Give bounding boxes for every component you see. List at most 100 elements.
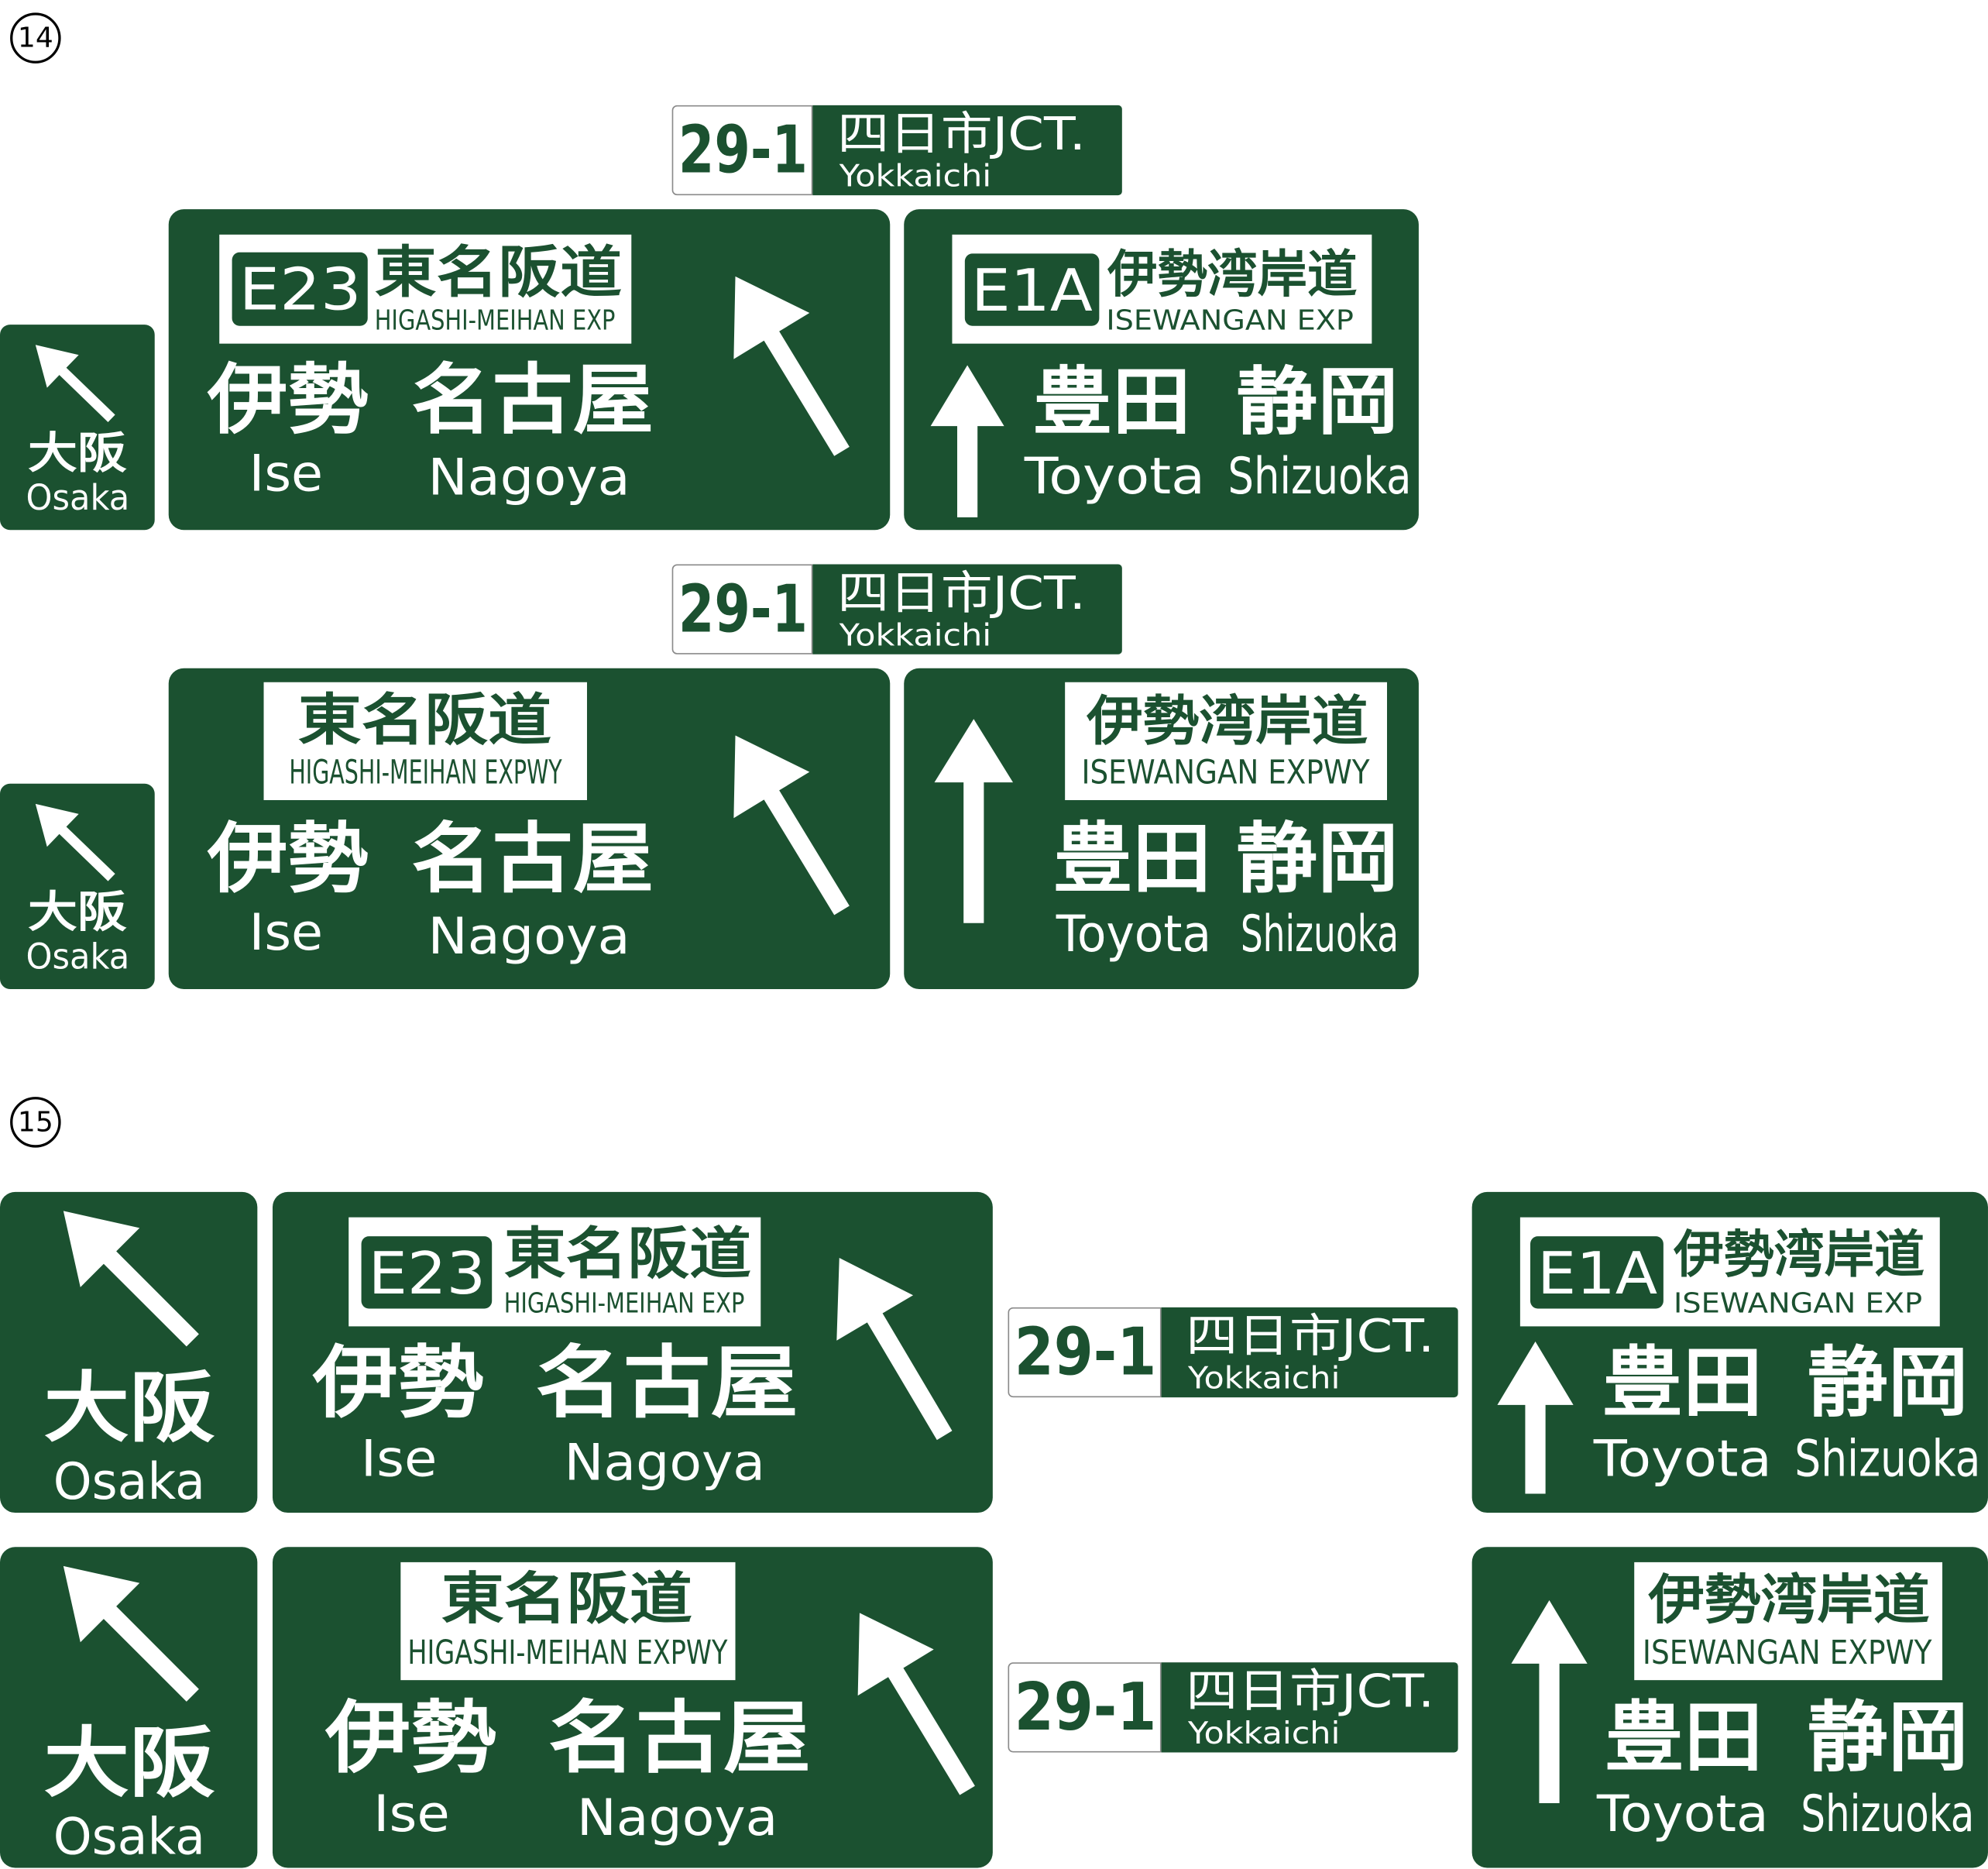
junction-name-ja: 四日市JCT. [836,568,1086,620]
destination-ja-text: 豊田 [1052,815,1211,905]
route-panel [400,1562,736,1681]
destination-en-2: Nagoya [576,1788,778,1849]
destination-en-2: Shizuoka [1227,450,1411,503]
route-name-ja-text: 東名阪道 [373,241,622,306]
route-name-en: ISEWANGAN EXP [1106,305,1355,338]
osaka-name-ja-text: 大阪 [28,428,127,479]
route-number-text: E23 [368,1239,486,1307]
destination-en-text: Nagoya [576,1788,778,1848]
route-name-en-text: HIGASHI-MEIHAN EXPWY [407,1634,728,1673]
osaka-name-ja-text: 大阪 [43,1364,215,1454]
destination-ja-text: 伊勢 [206,815,368,905]
destination-ja-2: 静岡 [1807,1344,1968,1423]
junction-name-ja-text: 四日市JCT. [1185,1666,1434,1719]
destination-ja-text: 豊田 [1603,1694,1763,1783]
route-number-badge [964,253,1100,326]
destination-en-text: Shizuoka [1227,447,1411,507]
destination-en-text: Ise [249,445,324,503]
osaka-name-ja: 大阪 [28,431,127,477]
destination-ja-2: 名古屋 [410,820,653,899]
destination-ja-text: 静岡 [1806,1338,1968,1428]
route-name-en-text: ISEWANGAN EXP [1106,305,1355,338]
destination-ja-text: 伊勢 [325,1691,497,1785]
destination-en-2: Nagoya [428,907,630,968]
junction-name-en: Yokkaichi [1188,1718,1340,1748]
osaka-name-en: Osaka [26,479,129,517]
destination-en-text: Toyota [1024,447,1205,507]
destination-en-text: Shizuoka [1800,1785,1974,1844]
route-name-en: ISEWANGAN EXPWY [1643,1636,1932,1671]
route-name-ja: 東名阪道 [374,243,621,304]
route-name-ja-text: 伊勢湾岸道 [1673,1226,1925,1285]
route-name-ja-text: 東名阪道 [441,1567,692,1632]
route-number: E23 [368,1242,486,1305]
destination-ja-text: 静岡 [1806,1694,1968,1783]
junction-name-ja-text: 四日市JCT. [836,568,1086,620]
destination-en-2: Nagoya [428,448,630,509]
route-name-en-text: ISEWANGAN EXPWY [1081,754,1370,793]
destination-ja-1: 伊勢 [326,1699,497,1778]
destination-ja-text: 名古屋 [548,1691,812,1785]
destination-en-text: Nagoya [564,1434,765,1493]
junction-name-ja-text: 四日市JCT. [1185,1311,1434,1363]
route-name-en: HIGASHI-MEIHAN EXPWY [408,1636,728,1671]
route-name-en: ISEWANGAN EXP [1674,1290,1922,1320]
destination-ja-1: 伊勢 [207,820,368,899]
osaka-name-ja-text: 大阪 [28,887,127,939]
junction-name-ja: 四日市JCT. [1186,1668,1434,1716]
destination-ja-text: 静岡 [1236,359,1399,445]
route-name-en-text: HIGASHI-MEIHAN EXP [503,1288,744,1321]
route-number-badge [1530,1236,1664,1309]
destination-en-text: Ise [249,904,324,963]
route-name-en: HIGASHI-MEIHAN EXP [374,307,615,337]
destination-en-text: Nagoya [427,908,631,967]
destination-ja-1: 豊田 [1602,1344,1763,1423]
destination-en-1: Ise [373,1785,451,1844]
osaka-name-ja-text: 大阪 [43,1719,215,1809]
destination-en-2: Shizuoka [1240,908,1399,961]
destination-ja-2: 静岡 [1807,1699,1968,1778]
route-name-ja: 伊勢湾岸道 [1087,691,1368,752]
route-name-ja-text: 伊勢湾岸道 [1648,1568,1930,1631]
route-panel [1065,682,1387,801]
destination-en-text: Nagoya [427,448,631,507]
destination-ja-text: 静岡 [1236,815,1399,905]
exit-number: 29-1 [1015,1674,1157,1741]
destination-en-text: Toyota [1593,1430,1772,1489]
section-number-text: 14 [17,22,53,54]
route-name-en: HIGASHI-MEIHAN EXPWY [289,756,561,792]
route-name-ja-text: 伊勢湾岸道 [1107,246,1357,304]
exit-number-text: 29-1 [678,571,808,648]
route-name-ja: 伊勢湾岸道 [1674,1226,1924,1284]
osaka-name-en: Osaka [53,1455,205,1509]
exit-number-text: 29-1 [678,112,808,189]
junction-name-ja: 四日市JCT. [836,112,1086,160]
destination-en-1: Toyota [1593,1430,1772,1489]
route-number: E1A [1536,1242,1657,1305]
destination-ja-2: 静岡 [1236,365,1399,438]
route-name-ja-text: 東名阪道 [503,1222,751,1287]
destination-en-1: Ise [361,1433,438,1486]
route-number-text: E1A [1536,1239,1657,1307]
osaka-name-en-text: Osaka [26,936,129,978]
destination-ja-1: 伊勢 [313,1344,484,1423]
exit-number: 29-1 [678,575,808,643]
route-name-en: HIGASHI-MEIHAN EXP [503,1290,744,1320]
junction-name-ja: 四日市JCT. [1186,1314,1434,1362]
section-number-15: 15 [10,1097,61,1148]
destination-en-text: Ise [373,1785,451,1844]
destination-en-text: Shizuoka [1794,1430,1980,1489]
route-number: E1A [971,259,1093,322]
destination-en-1: Toyota [1024,447,1205,507]
route-name-en-text: HIGASHI-MEIHAN EXP [374,305,615,338]
osaka-name-ja: 大阪 [43,1369,215,1448]
route-name-en: ISEWANGAN EXPWY [1081,756,1369,792]
exit-number: 29-1 [1015,1319,1157,1386]
osaka-name-en: Osaka [53,1811,205,1864]
osaka-name-en-text: Osaka [53,1453,206,1512]
route-name-ja: 伊勢湾岸道 [1107,246,1357,304]
route-number-badge [232,252,368,326]
destination-ja-2: 名古屋 [536,1344,798,1423]
destination-ja-text: 伊勢 [313,1336,485,1430]
